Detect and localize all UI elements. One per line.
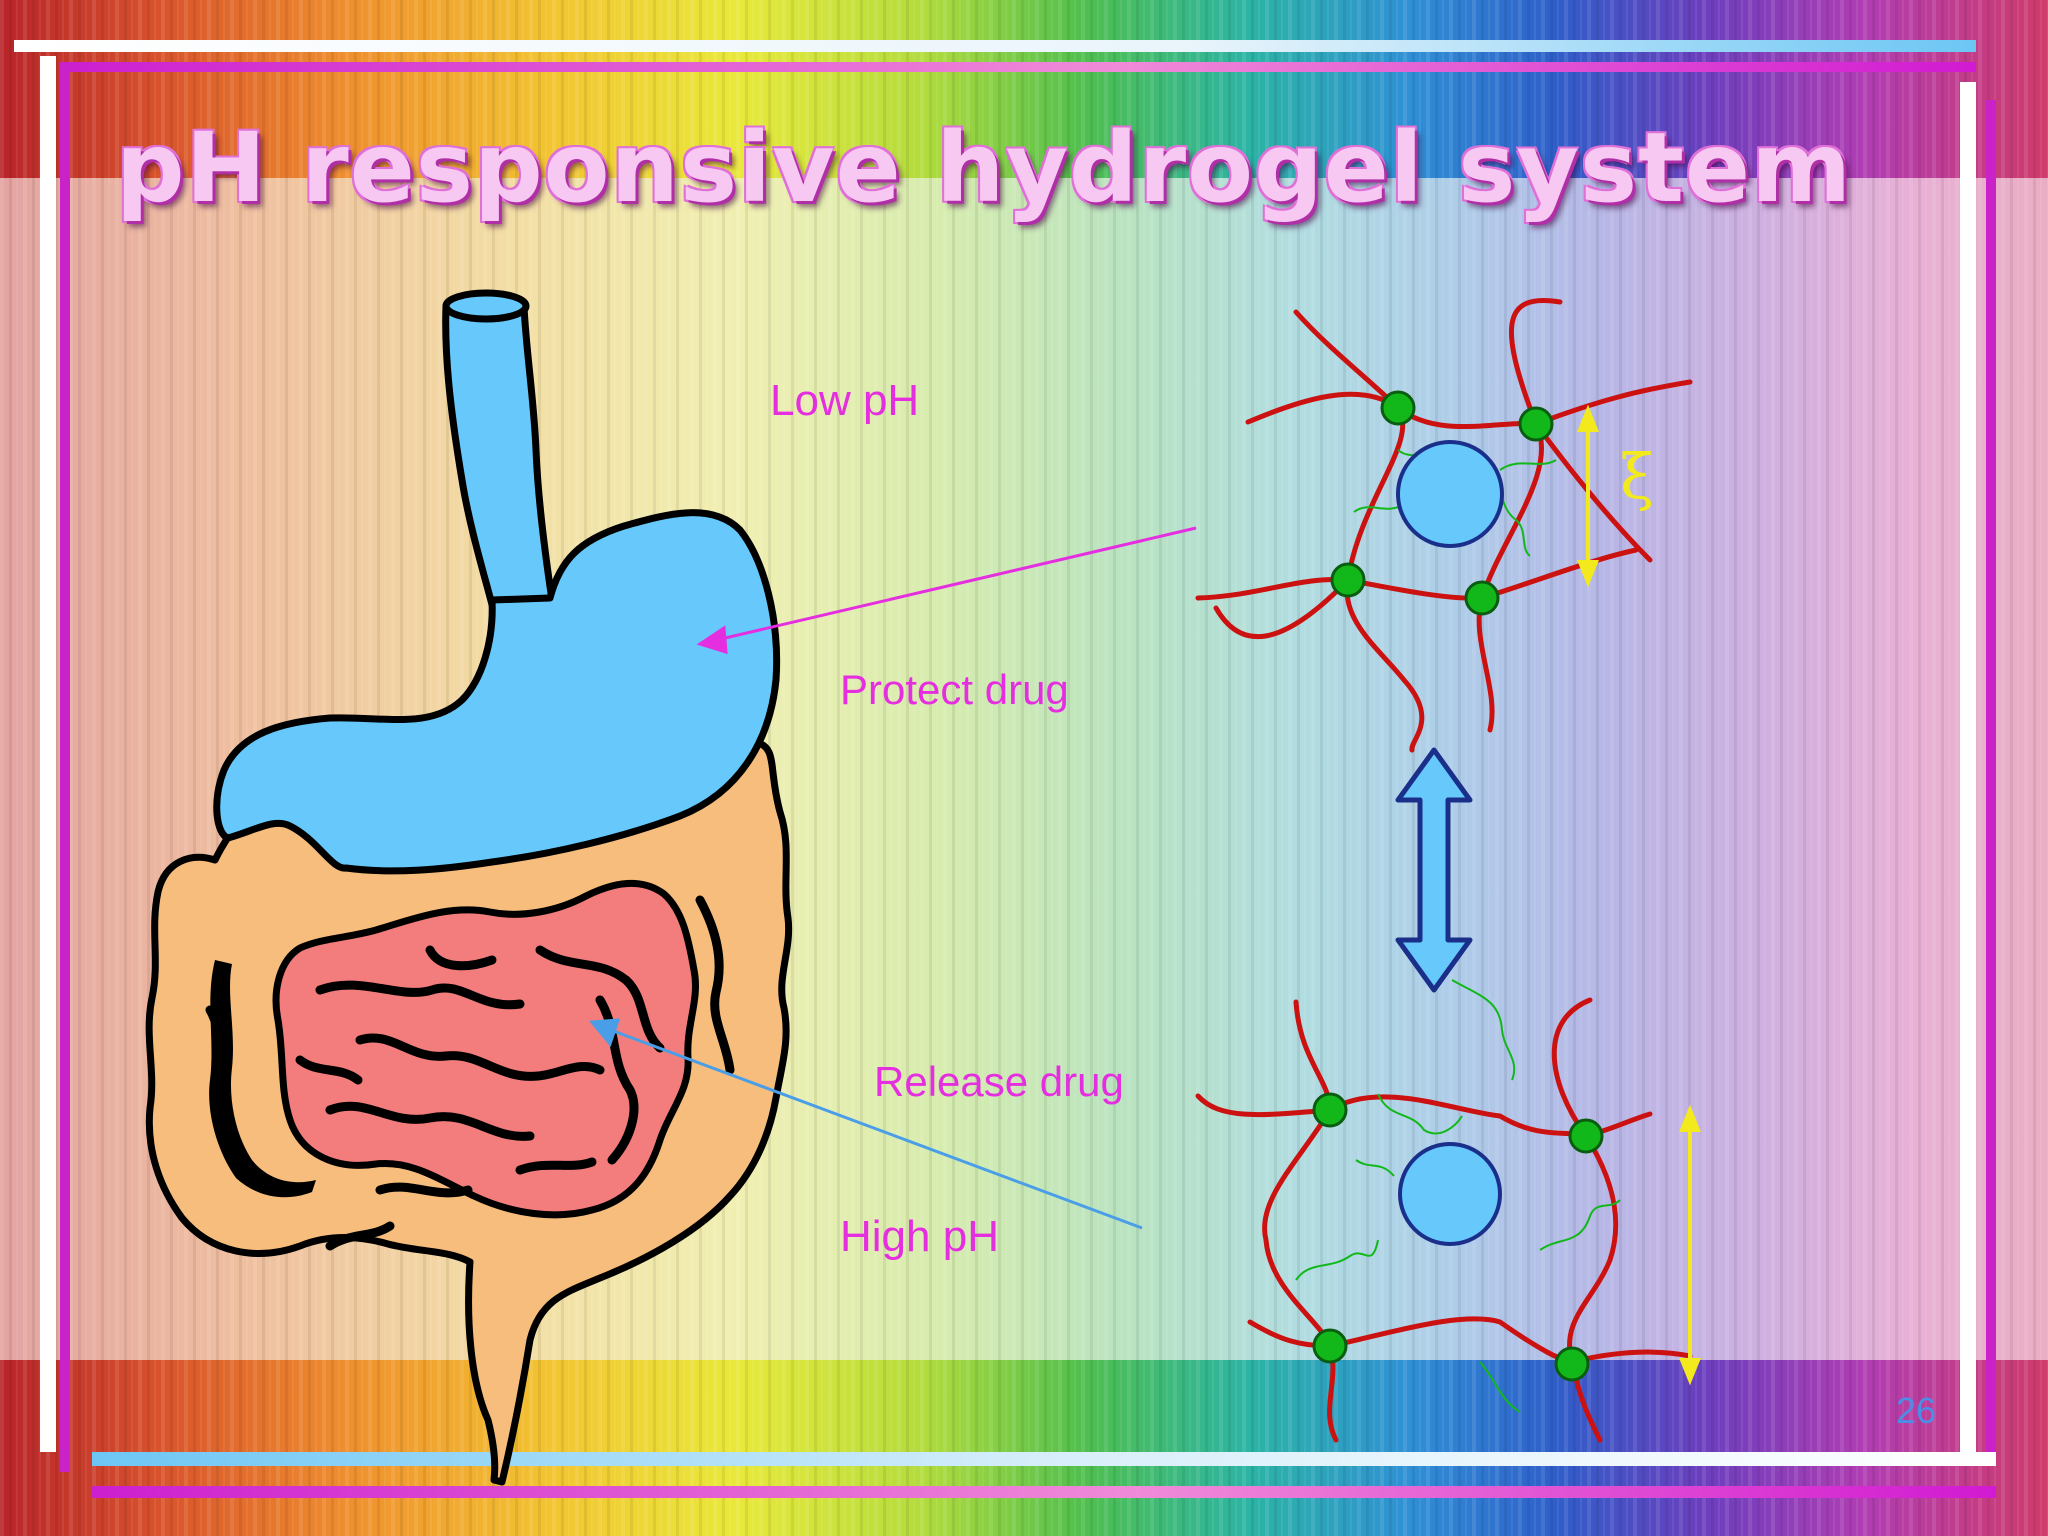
esophagus-shape — [442, 302, 556, 624]
page-number: 26 — [1896, 1390, 1937, 1431]
double-arrow-icon — [1395, 747, 1473, 993]
mesh-size-symbol: ξ — [1620, 440, 1655, 513]
stomach-shape — [213, 509, 781, 875]
drug-particle-top — [1396, 440, 1504, 548]
hydrogel-network-collapsed — [1195, 298, 1693, 753]
pointer-high-ph — [589, 1018, 1143, 1230]
mesh-size-arrow-bottom — [1679, 1104, 1701, 1386]
slide-title: pH responsive hydrogel system — [115, 112, 1853, 224]
large-intestine-inner — [209, 960, 316, 1198]
pointer-low-ph — [696, 526, 1197, 655]
protect-drug-label: Protect drug — [840, 666, 1069, 713]
low-ph-label: Low pH — [770, 376, 920, 425]
hydrogel-network-swollen — [1195, 979, 1701, 1443]
high-ph-label: High pH — [840, 1212, 999, 1261]
release-drug-label: Release drug — [874, 1058, 1124, 1105]
esophagus-opening — [442, 289, 530, 323]
drug-particle-bottom — [1398, 1142, 1502, 1246]
mesh-size-arrow-top — [1577, 404, 1599, 588]
